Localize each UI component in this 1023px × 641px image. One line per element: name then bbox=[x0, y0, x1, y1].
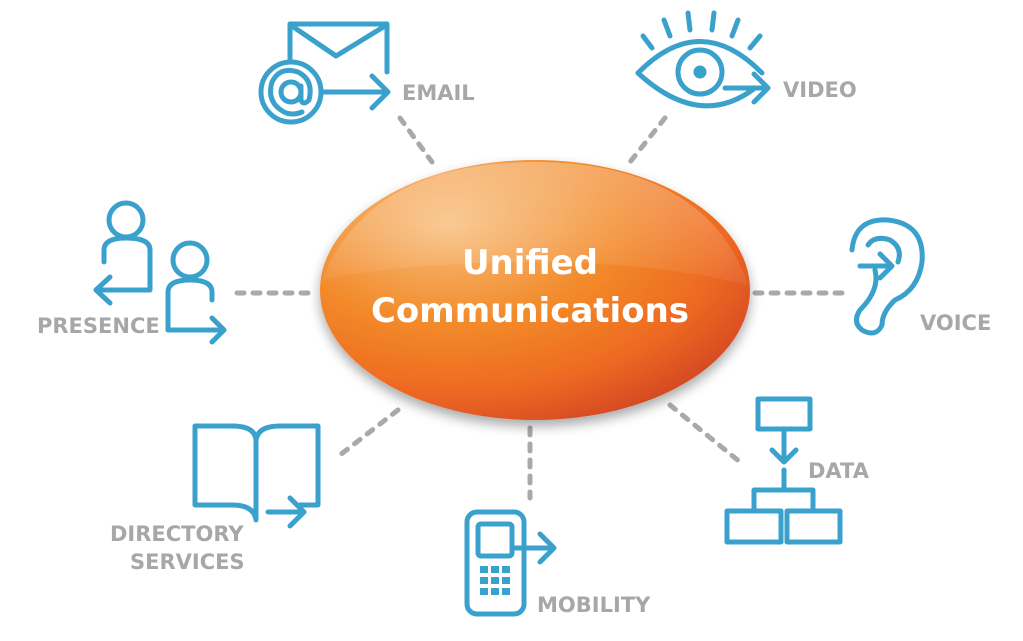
voice-label: VOICE bbox=[920, 311, 991, 335]
center-title-line2: Communications bbox=[371, 291, 689, 331]
mobility-label: MOBILITY bbox=[537, 593, 651, 617]
directory-label: DIRECTORY bbox=[110, 522, 244, 546]
presence-label: PRESENCE bbox=[37, 314, 160, 338]
node-voice: VOICE bbox=[849, 217, 991, 336]
node-video: VIDEO bbox=[635, 10, 857, 109]
mobile-phone-icon bbox=[464, 509, 557, 617]
eye-icon bbox=[635, 10, 771, 109]
node-email: EMAIL bbox=[258, 21, 475, 125]
hierarchy-icon bbox=[724, 396, 843, 545]
data-label: DATA bbox=[808, 459, 870, 483]
envelope-at-icon bbox=[258, 21, 391, 125]
services-label: SERVICES bbox=[130, 550, 245, 574]
node-mobility: MOBILITY bbox=[464, 509, 651, 617]
node-data: DATA bbox=[724, 396, 870, 545]
center-node: Unified Communications bbox=[320, 160, 750, 420]
people-icon bbox=[93, 200, 227, 345]
email-label: EMAIL bbox=[402, 81, 475, 105]
keypad-icon bbox=[480, 566, 510, 595]
connector-email bbox=[397, 115, 435, 165]
connector-video bbox=[627, 115, 668, 165]
node-directory-services: DIRECTORY SERVICES bbox=[110, 423, 321, 574]
book-icon bbox=[192, 423, 321, 529]
center-title-line1: Unified bbox=[462, 243, 598, 283]
connector-data bbox=[667, 402, 743, 465]
connectors bbox=[234, 115, 848, 501]
connector-directory bbox=[337, 407, 401, 458]
video-label: VIDEO bbox=[783, 78, 857, 102]
ear-icon bbox=[849, 217, 925, 336]
node-presence: PRESENCE bbox=[37, 200, 227, 345]
gloss-highlight bbox=[322, 162, 748, 285]
